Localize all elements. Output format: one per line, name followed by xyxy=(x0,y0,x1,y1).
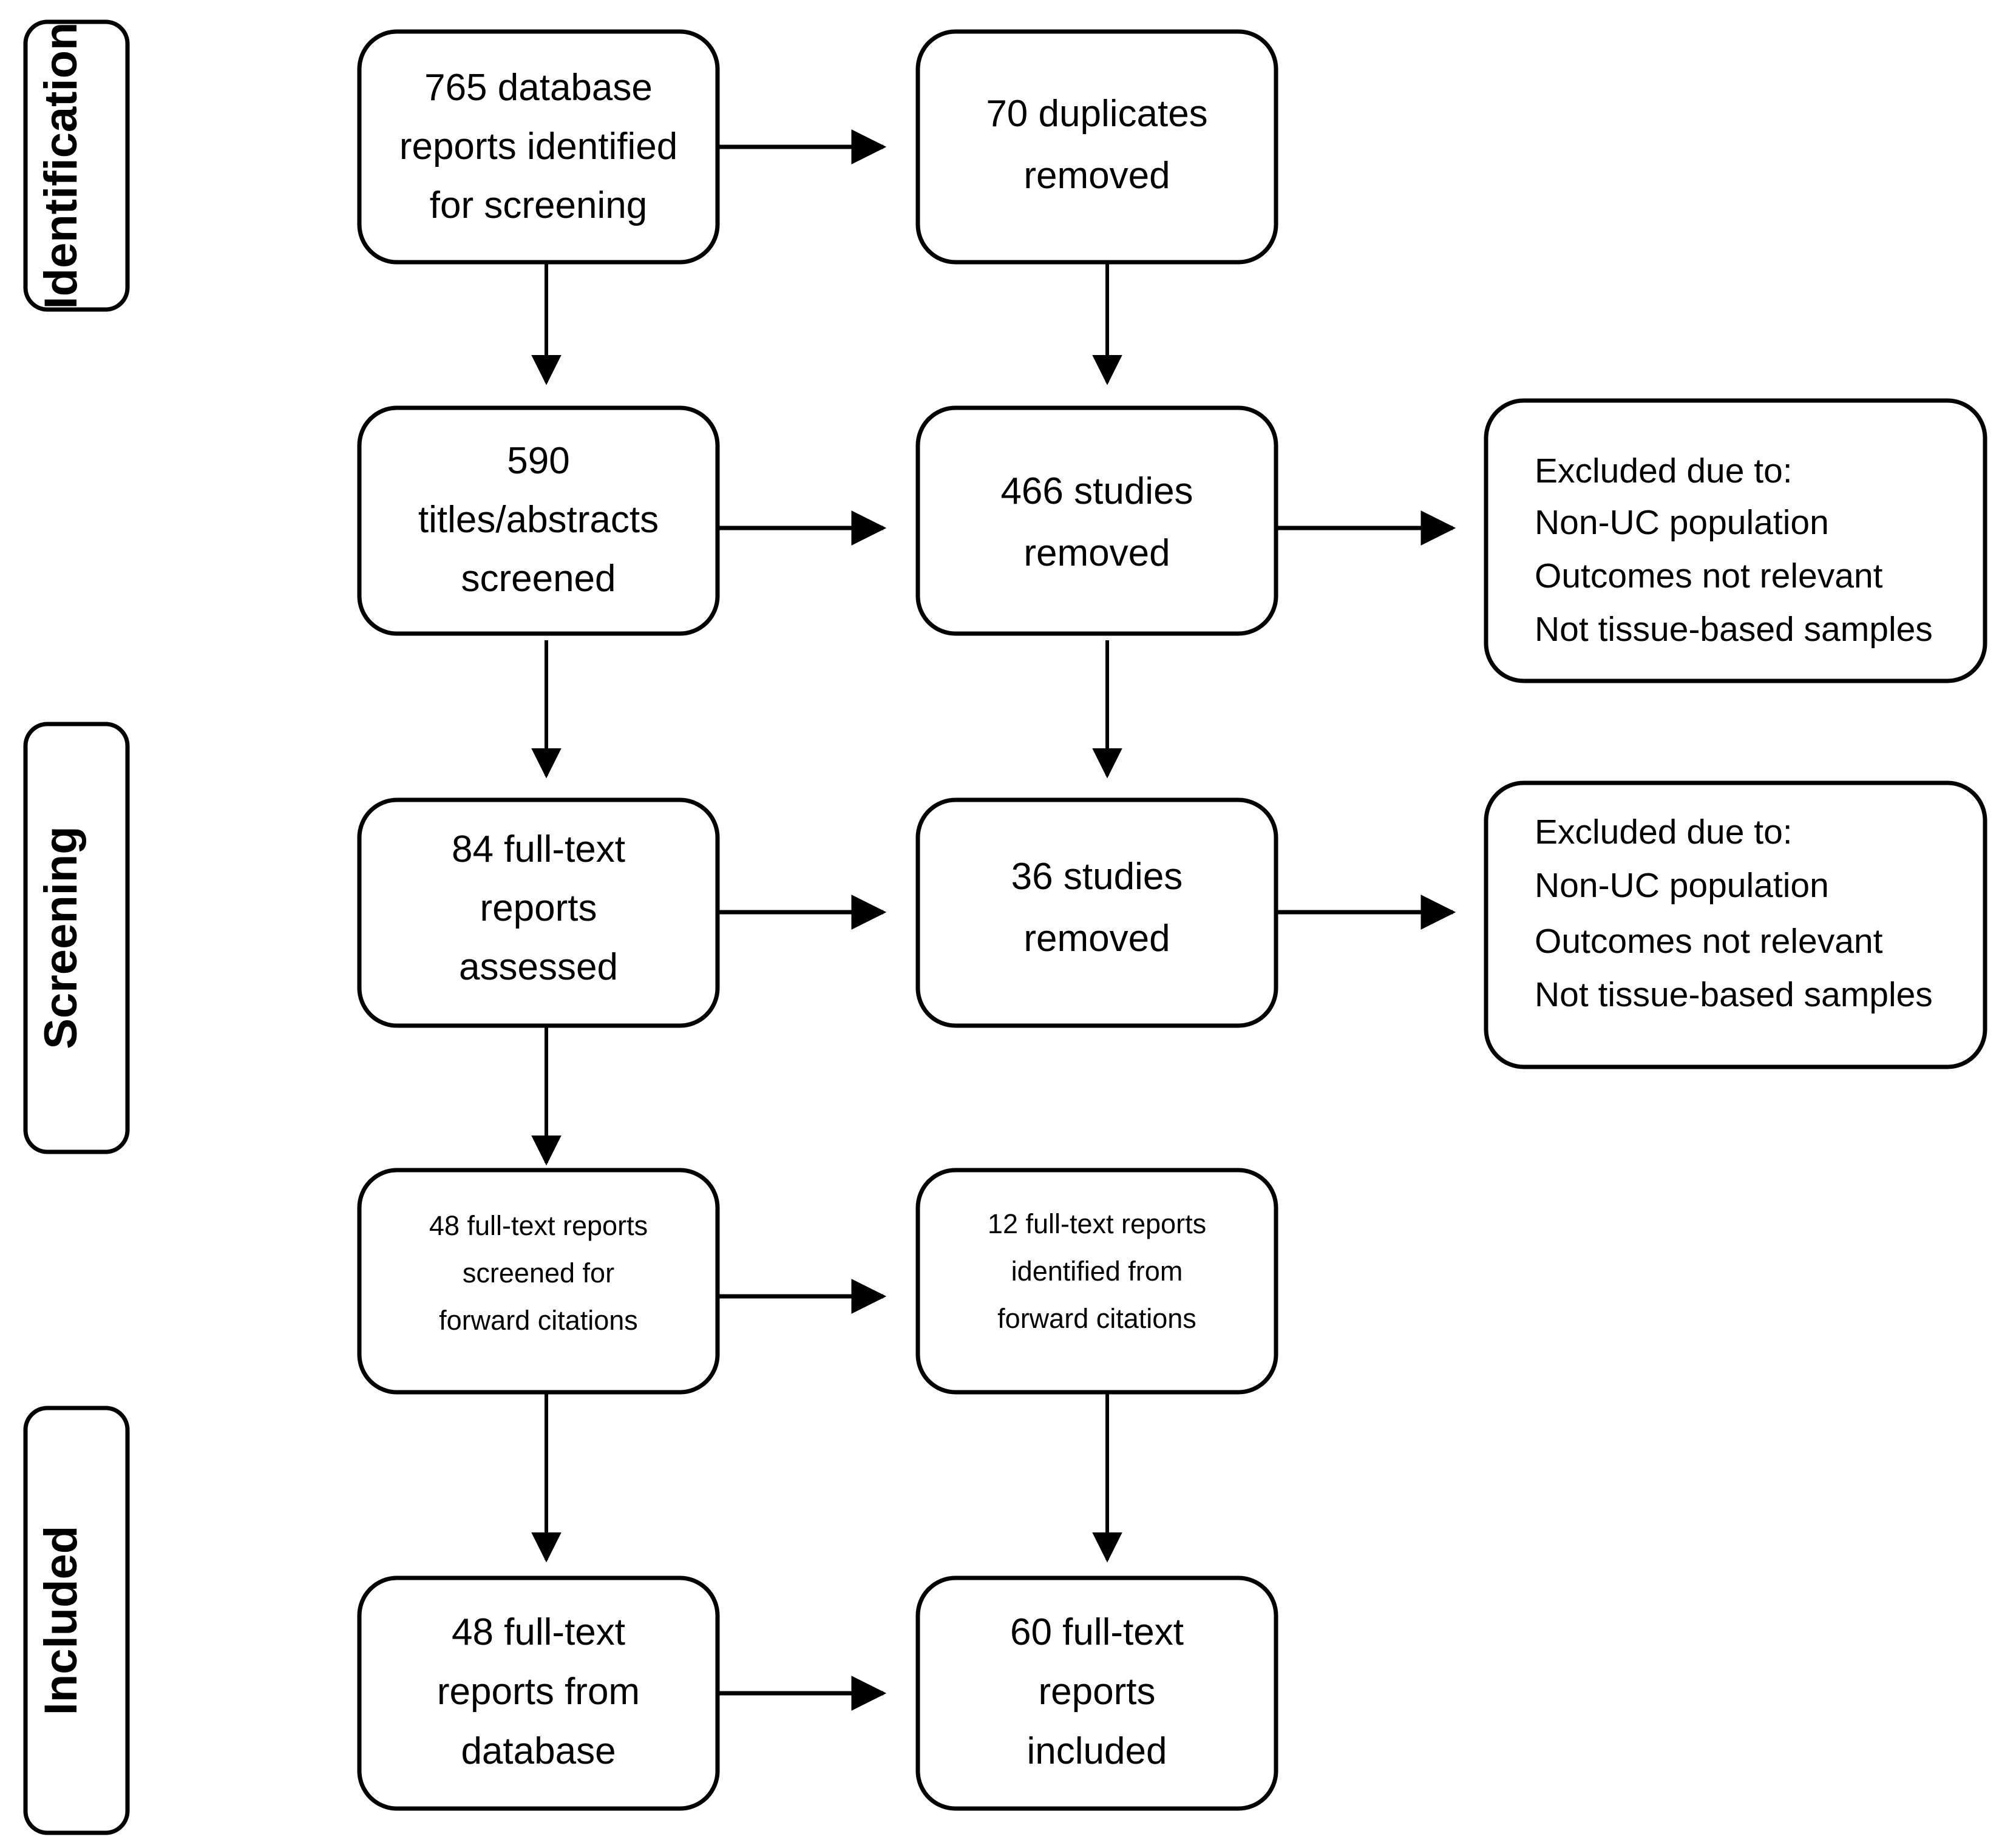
node-fulltext-reports-included: 60 full-text reports included xyxy=(915,1576,1278,1811)
stage-box-screening xyxy=(23,722,130,1154)
stage-label-screening-text: Screening xyxy=(35,826,87,1049)
stage-box-identification xyxy=(23,19,130,312)
node-box-n4 xyxy=(915,405,1278,636)
node-n5-line-2: Non-UC population xyxy=(1535,503,1829,542)
node-fulltext-identified-forward-citations: 12 full-text reports identified from for… xyxy=(915,1168,1278,1395)
node-n11-line-1: 48 full-text xyxy=(452,1611,625,1653)
node-box-n2 xyxy=(915,29,1278,265)
node-n9-line-3: forward citations xyxy=(439,1305,638,1336)
node-n1-line-1: 765 database xyxy=(424,67,653,109)
node-n9-line-2: screened for xyxy=(463,1257,614,1288)
node-n10-line-1: 12 full-text reports xyxy=(988,1208,1206,1239)
node-box-n6 xyxy=(357,797,720,1028)
node-n3-line-1: 590 xyxy=(507,440,569,482)
node-studies-removed-screening: 466 studies removed xyxy=(915,405,1278,636)
node-box-n10 xyxy=(915,1168,1278,1395)
node-fulltext-screened-forward-citations: 48 full-text reports screened for forwar… xyxy=(357,1168,720,1395)
node-box-n9 xyxy=(357,1168,720,1395)
node-n5-line-3: Outcomes not relevant xyxy=(1535,557,1883,595)
node-n12-line-1: 60 full-text xyxy=(1010,1611,1184,1653)
node-n6-line-3: assessed xyxy=(459,946,618,988)
node-n8-line-4: Not tissue-based samples xyxy=(1535,975,1933,1014)
stage-box-included xyxy=(23,1406,130,1835)
node-n8-line-3: Outcomes not relevant xyxy=(1535,922,1883,961)
node-n8-line-2: Non-UC population xyxy=(1535,866,1829,905)
node-box-n7 xyxy=(915,797,1278,1028)
node-n1-line-3: for screening xyxy=(430,184,647,226)
node-fulltext-reports-assessed: 84 full-text reports assessed xyxy=(357,797,720,1028)
node-n1-line-2: reports identified xyxy=(399,126,677,168)
node-n5-line-1: Excluded due to: xyxy=(1535,452,1793,490)
node-n3-line-3: screened xyxy=(461,558,616,600)
node-n7-line-1: 36 studies xyxy=(1011,856,1183,898)
stage-label-included: Included xyxy=(23,1406,130,1835)
node-fulltext-reports-from-database: 48 full-text reports from database xyxy=(357,1576,720,1811)
stage-label-identification: Identification xyxy=(23,19,130,312)
node-n4-line-1: 466 studies xyxy=(1000,470,1193,512)
node-exclusion-reasons-screening: Excluded due to: Non-UC population Outco… xyxy=(1484,398,1987,683)
node-n10-line-2: identified from xyxy=(1011,1256,1183,1287)
node-n2-line-1: 70 duplicates xyxy=(986,93,1207,135)
stage-label-included-text: Included xyxy=(35,1526,87,1715)
node-n3-line-2: titles/abstracts xyxy=(418,499,659,541)
node-n4-line-2: removed xyxy=(1023,532,1170,574)
node-n6-line-2: reports xyxy=(480,887,597,929)
node-n9-line-1: 48 full-text reports xyxy=(429,1210,648,1241)
node-box-n1 xyxy=(357,29,720,265)
node-n8-line-1: Excluded due to: xyxy=(1535,813,1793,851)
node-n11-line-3: database xyxy=(461,1730,616,1772)
node-box-n8 xyxy=(1484,780,1987,1069)
node-n11-line-2: reports from xyxy=(437,1671,640,1713)
node-n6-line-1: 84 full-text xyxy=(452,828,625,870)
node-box-n5 xyxy=(1484,398,1987,683)
node-box-n11 xyxy=(357,1576,720,1811)
stage-label-identification-text: Identification xyxy=(35,22,87,310)
node-database-reports-identified: 765 database reports identified for scre… xyxy=(357,29,720,265)
node-n2-line-2: removed xyxy=(1023,155,1170,197)
node-n10-line-3: forward citations xyxy=(997,1303,1196,1334)
stage-label-screening: Screening xyxy=(23,722,130,1154)
node-n12-line-3: included xyxy=(1027,1730,1167,1772)
node-n5-line-4: Not tissue-based samples xyxy=(1535,610,1933,649)
node-studies-removed-fulltext: 36 studies removed xyxy=(915,797,1278,1028)
node-n7-line-2: removed xyxy=(1023,918,1170,960)
node-exclusion-reasons-fulltext: Excluded due to: Non-UC population Outco… xyxy=(1484,780,1987,1069)
node-duplicates-removed: 70 duplicates removed xyxy=(915,29,1278,265)
node-box-n12 xyxy=(915,1576,1278,1811)
node-titles-abstracts-screened: 590 titles/abstracts screened xyxy=(357,405,720,636)
node-box-n3 xyxy=(357,405,720,636)
node-n12-line-2: reports xyxy=(1039,1671,1156,1713)
